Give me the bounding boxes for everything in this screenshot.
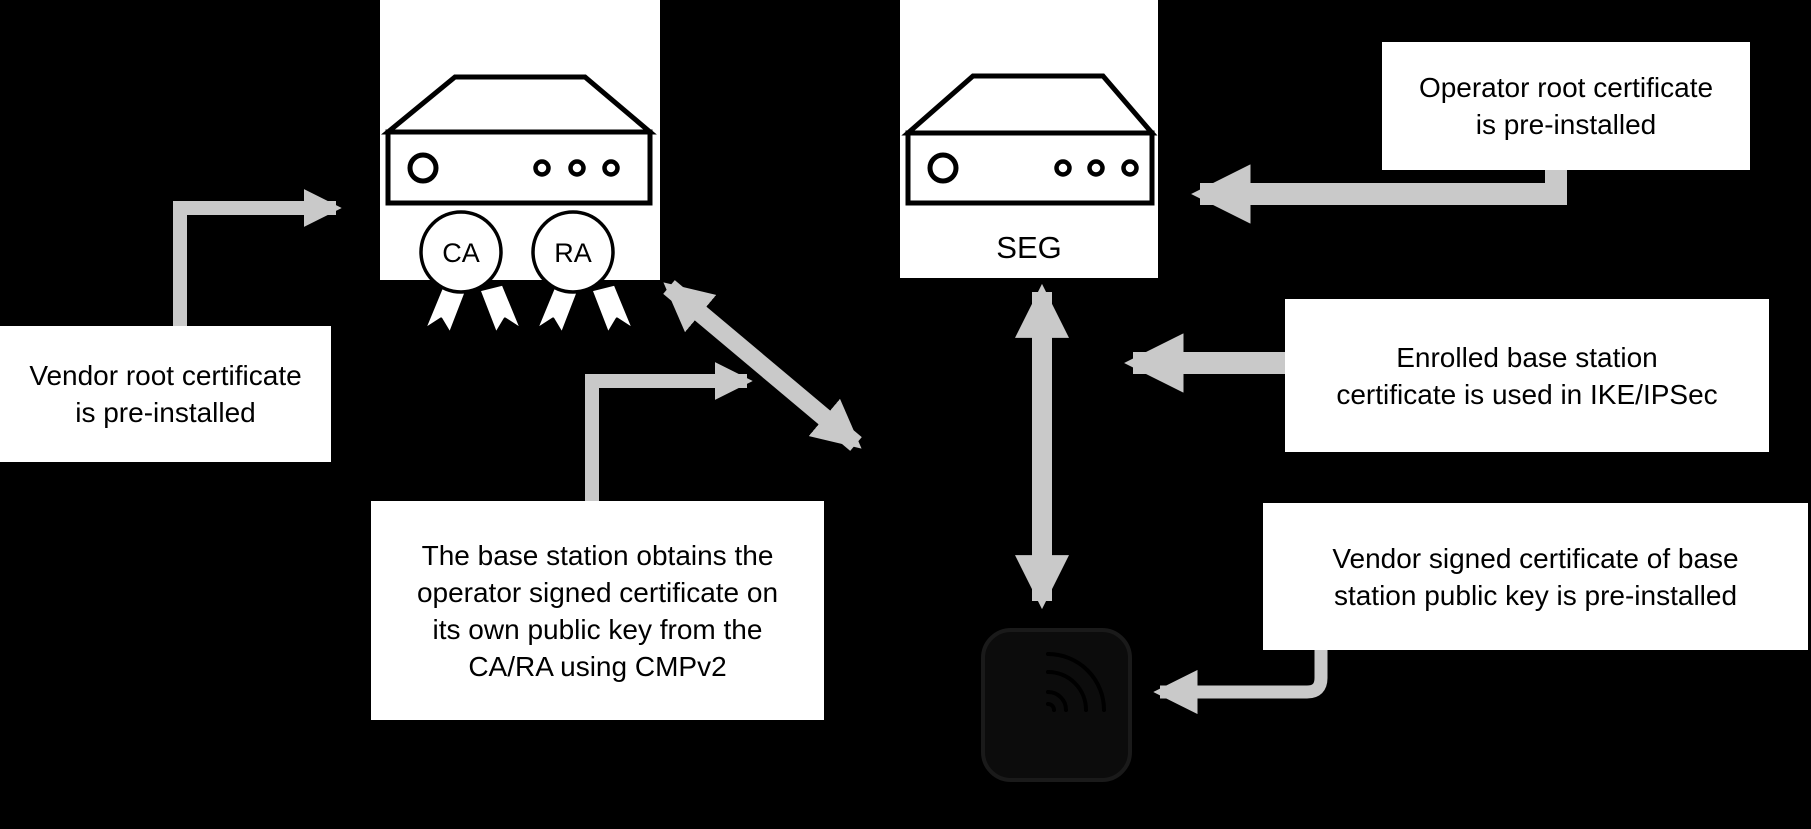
- arrow-vendor-root-to-ca-ra: [173, 189, 342, 326]
- callout-line: Vendor root certificate: [29, 360, 302, 391]
- callout-line: Enrolled base station: [1396, 341, 1658, 373]
- callout-line: is pre-installed: [1475, 109, 1657, 140]
- callout-line: station public key is pre-installed: [1333, 579, 1738, 611]
- callout-cmpv2: The base station obtains the operator si…: [371, 501, 824, 720]
- callout-vendor-root: Vendor root certificate is pre-installed: [0, 326, 331, 462]
- arrow-operator-root-to-seg: [1191, 164, 1567, 224]
- callout-line: is pre-installed: [75, 397, 256, 428]
- seg-server-box: [900, 0, 1158, 278]
- arrow-cmpv2-to-link: [585, 362, 753, 501]
- wifi-arcs-icon: [1046, 652, 1106, 712]
- callout-line: Vendor signed certificate of base: [1332, 542, 1739, 574]
- ca-ra-server-box: [380, 0, 660, 280]
- callout-line: CA/RA using CMPv2: [468, 650, 727, 682]
- callout-enrolled-cert: Enrolled base station certificate is use…: [1285, 299, 1769, 452]
- base-station-icon: [981, 628, 1132, 782]
- callout-vendor-signed: Vendor signed certificate of base statio…: [1263, 503, 1808, 650]
- callout-line: Operator root certificate: [1418, 72, 1714, 103]
- arrow-vendor-signed-to-base-station: [1153, 650, 1328, 715]
- arrow-ca-ra-base-station-diagonal: [663, 280, 862, 451]
- callout-line: its own public key from the: [432, 613, 763, 645]
- callout-line: operator signed certificate on: [416, 576, 779, 608]
- callout-line: The base station obtains the: [421, 539, 774, 571]
- callout-operator-root: Operator root certificate is pre-install…: [1382, 42, 1750, 170]
- callout-line: certificate is used in IKE/IPSec: [1336, 378, 1718, 410]
